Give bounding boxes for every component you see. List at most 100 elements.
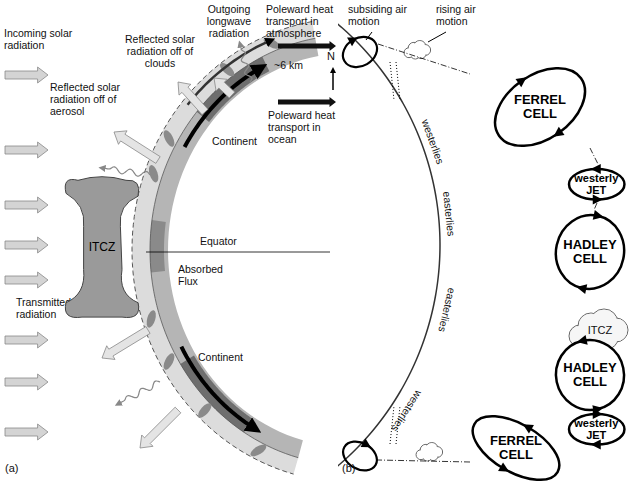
- jet-cell: westerly JET: [566, 166, 627, 203]
- equator-line: [146, 252, 330, 253]
- circulation-axis: [594, 203, 597, 210]
- annotation-label: Continent: [212, 136, 257, 148]
- north-arrow: [332, 70, 334, 90]
- cell-label: westerly JET: [574, 172, 619, 196]
- annotation-label: Equator: [200, 236, 237, 248]
- annotation-label: rising air motion: [436, 4, 496, 28]
- atmosphere-band: [132, 22, 315, 475]
- incoming-arrow: [5, 197, 48, 213]
- cell-ellipse: [338, 436, 382, 477]
- reflected-arrow: [114, 131, 160, 164]
- annotation-label: Reflected solar radiation off of clouds: [118, 34, 202, 69]
- circulation-axis: [590, 148, 598, 164]
- annotation-label: Continent: [198, 352, 243, 364]
- cell-label: ITCZ: [89, 241, 116, 254]
- cell-ellipse: [462, 403, 569, 481]
- leader-line: [366, 32, 372, 40]
- cell-ellipse: [569, 169, 624, 200]
- cloud-fill: [423, 452, 431, 460]
- flow-label: westerlies: [418, 118, 445, 166]
- annotation-label: Poleward heat transport in ocean: [268, 110, 340, 145]
- longwave-wave: [118, 381, 160, 404]
- reflected-arrow: [102, 327, 150, 360]
- incoming-arrow: [5, 142, 48, 158]
- cell-arrowhead: [576, 335, 588, 347]
- cell-ellipse: [337, 31, 382, 73]
- annotation-label: Poleward heat transport in atmosphere: [266, 4, 342, 39]
- annotation-label: ITCZ: [588, 324, 612, 336]
- cell-arrowhead: [520, 420, 534, 434]
- atmos-current-arrow: [188, 40, 271, 104]
- cell-group: [548, 329, 630, 421]
- cell-ellipse: [569, 414, 624, 445]
- cloud-fill: [411, 50, 419, 58]
- cell-ellipse: [481, 52, 600, 162]
- annotation-label: (a): [5, 462, 18, 474]
- panel-a-illustration: [5, 22, 336, 475]
- cell-group: [569, 164, 624, 205]
- cell-group: [460, 399, 572, 481]
- cloud-blob: [161, 352, 176, 372]
- cell-arrowhead: [551, 127, 565, 141]
- circulation-cell: FERREL CELL: [465, 421, 567, 475]
- cloud-blob: [196, 401, 214, 420]
- cell-arrowhead: [593, 210, 605, 222]
- cell-arrowhead: [347, 33, 360, 46]
- earth-outline: [338, 0, 440, 480]
- reflected-arrow: [214, 78, 235, 98]
- cell-group: [569, 409, 624, 450]
- reflected-arrow: [140, 407, 181, 448]
- cell-label: HADLEY CELL: [563, 238, 618, 267]
- annotation-label: ~6 km: [274, 60, 303, 72]
- cloud-blob: [249, 442, 268, 458]
- flow-label: easterlies: [435, 287, 457, 333]
- incoming-arrow: [5, 237, 48, 253]
- annotation-label: Absorbed Flux: [178, 264, 234, 288]
- annotation-label: Outgoing longwave radiation: [196, 4, 262, 39]
- cloud-blob: [161, 129, 176, 149]
- cloud-blob: [145, 309, 158, 329]
- cell-arrowhead: [361, 438, 374, 451]
- cell-label: FERREL CELL: [501, 93, 579, 122]
- circulation-axis: [378, 460, 470, 462]
- annotation-label: (b): [342, 462, 355, 474]
- leader-line: [428, 32, 446, 42]
- tower-shape: [65, 177, 139, 318]
- air-motion-dots: [390, 62, 394, 100]
- incoming-arrow: [5, 374, 48, 390]
- jet-cell: westerly JET: [566, 411, 627, 448]
- itcz-cloud: ITCZ: [62, 176, 142, 320]
- atmosphere-top: [132, 22, 312, 475]
- cell-arrowhead: [515, 73, 529, 87]
- poleward-ocean-arrow: [278, 97, 336, 107]
- circulation-cell: HADLEY CELL: [553, 212, 627, 292]
- small-cell: [338, 431, 385, 476]
- cell-group: [548, 204, 630, 300]
- cell-label: westerly JET: [574, 417, 619, 441]
- cell-arrowhead: [575, 282, 587, 294]
- small-cell: [335, 27, 383, 74]
- annotation-label: Reflected solar radiation off of aerosol: [50, 82, 144, 117]
- flow-label: easterlies: [440, 191, 456, 237]
- cell-group: [478, 48, 602, 166]
- circulation-axis: [378, 44, 470, 74]
- annotation-label: subsiding air motion: [348, 4, 418, 28]
- annotation-label: Incoming solar radiation: [4, 28, 86, 52]
- continent-patch: [150, 220, 166, 272]
- incoming-arrow: [5, 67, 48, 83]
- longwave-wave: [102, 167, 150, 176]
- longwave-wave: [240, 44, 252, 82]
- annotation-label: N: [327, 50, 335, 62]
- cell-label: FERREL CELL: [478, 434, 553, 463]
- cell-label: HADLEY CELL: [563, 361, 618, 390]
- cell-ellipse: [549, 334, 630, 417]
- air-motion-dots: [396, 62, 400, 100]
- reflected-arrow: [178, 82, 208, 115]
- cell-arrowhead: [498, 462, 512, 476]
- incoming-arrow: [5, 424, 48, 440]
- circulation-cell: FERREL CELL: [487, 72, 593, 142]
- circulation-cell: HADLEY CELL: [553, 337, 627, 413]
- incoming-arrow: [5, 272, 48, 288]
- poleward-atmos-arrow: [278, 41, 336, 51]
